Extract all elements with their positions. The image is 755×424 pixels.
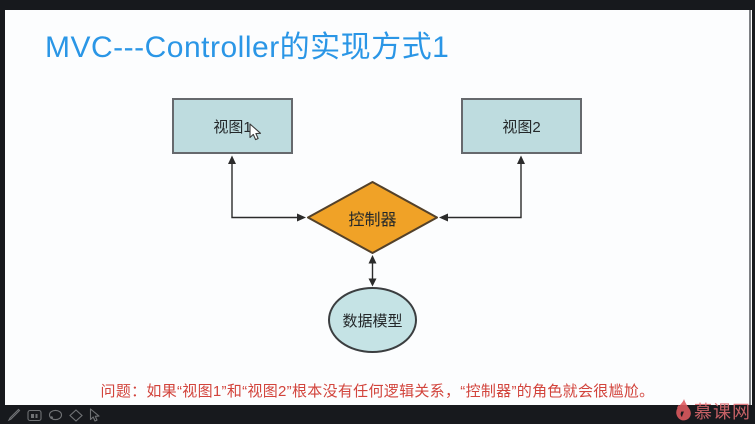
frame-edge-right: [752, 0, 755, 424]
cursor-tool-icon[interactable]: [89, 408, 101, 422]
view1-label: 视图1: [213, 118, 252, 136]
flame-icon: [676, 399, 691, 421]
controller-label: 控制器: [348, 211, 397, 229]
brand-name: 慕课网: [694, 402, 751, 422]
letterbox-top: [0, 0, 755, 10]
snapshot-icon[interactable]: [27, 409, 42, 422]
eraser-icon[interactable]: [69, 408, 83, 422]
model-ellipse[interactable]: 数据模型: [328, 287, 417, 353]
problem-note: 问题：如果“视图1”和“视图2”根本没有任何逻辑关系，“控制器”的角色就会很尴尬…: [100, 383, 655, 400]
view1-box[interactable]: 视图1: [172, 98, 293, 154]
controller-node[interactable]: 控制器: [308, 182, 437, 253]
view2-box[interactable]: 视图2: [461, 98, 582, 154]
frame-edge-right-line: [749, 10, 751, 405]
imooc-watermark: 慕课网: [672, 398, 751, 424]
model-label: 数据模型: [342, 312, 403, 330]
view2-label: 视图2: [502, 118, 541, 136]
frame-edge-left: [0, 0, 5, 424]
annotation-toolbar: [7, 407, 101, 423]
pencil-icon[interactable]: [7, 408, 21, 422]
mouse-cursor-icon: [249, 123, 262, 141]
page-title: MVC---Controller的实现方式1: [45, 31, 450, 64]
letterbox-bottom: [0, 405, 755, 424]
ellipse-tool-icon[interactable]: [48, 409, 63, 421]
